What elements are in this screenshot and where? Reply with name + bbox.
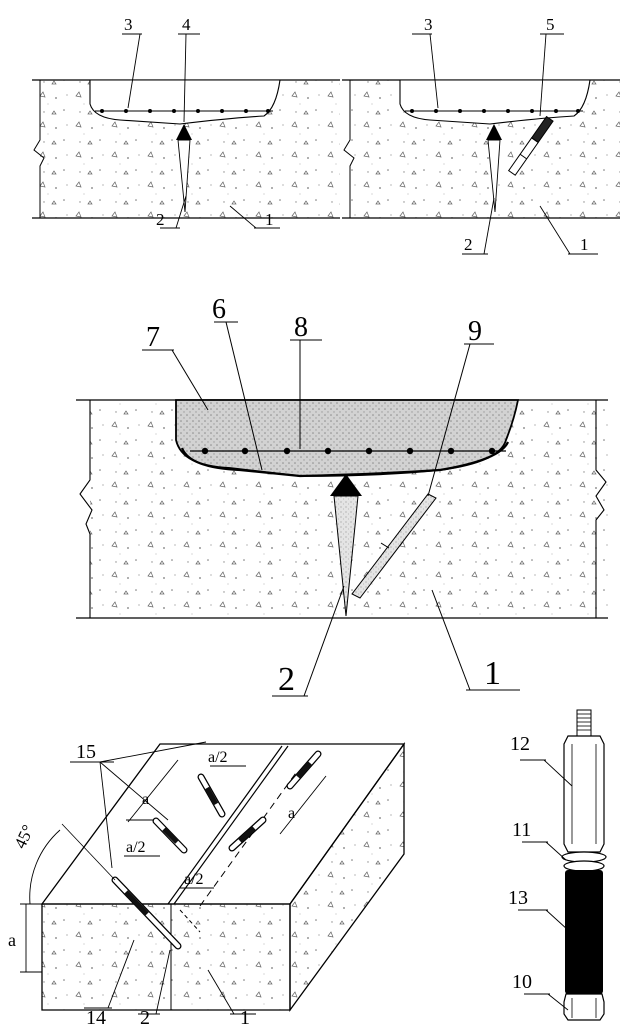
- label-10: 10: [512, 971, 532, 993]
- rebar-dots: [410, 109, 580, 113]
- break-line-left: [33, 80, 45, 218]
- label-11: 11: [512, 819, 531, 841]
- crack-cap: [486, 124, 502, 140]
- crack-cap: [176, 124, 192, 140]
- rubber-sleeve: [565, 870, 603, 994]
- label-7: 7: [146, 322, 160, 353]
- nozzle-top: [197, 773, 226, 818]
- filled-crack: [333, 495, 359, 617]
- crack: [177, 139, 191, 213]
- label-9: 9: [468, 316, 482, 347]
- label-14: 14: [86, 1007, 106, 1028]
- panel-e: 12 11 13 10: [508, 709, 607, 1021]
- label-2: 2: [156, 210, 165, 229]
- panel-c: 7 6 8 9 2 1: [76, 294, 608, 698]
- label-2: 2: [464, 235, 473, 254]
- crack: [487, 139, 501, 213]
- label-8: 8: [294, 312, 308, 343]
- label-15: 15: [76, 741, 96, 763]
- rebar-dots: [201, 447, 496, 455]
- break-line-left: [343, 80, 355, 218]
- label-13: 13: [508, 887, 528, 909]
- dim-a-left: a: [8, 930, 16, 950]
- panel-a: 3 4 2 1: [32, 15, 340, 229]
- dim-half-2: a/2: [126, 839, 146, 856]
- bonding-layer: [180, 441, 510, 478]
- panel-b: 3 5 2 1: [342, 15, 620, 255]
- hex-head: [563, 735, 605, 853]
- label-4: 4: [182, 15, 191, 34]
- label-2: 2: [140, 1007, 150, 1028]
- dim-half-1: a/2: [208, 749, 228, 766]
- break-line-right: [595, 400, 607, 618]
- slab-front-face: [41, 903, 291, 1011]
- angle-arc: [29, 829, 61, 905]
- chiseled-groove: [399, 79, 591, 125]
- label-5: 5: [546, 15, 555, 34]
- break-line-left: [79, 400, 93, 618]
- nozzle-base: [563, 993, 605, 1021]
- label-1: 1: [484, 655, 501, 692]
- nozzle-left: [61, 823, 182, 950]
- dim-half-3: a/2: [184, 871, 204, 888]
- label-12: 12: [510, 733, 530, 755]
- angle-label: 45°: [10, 822, 37, 852]
- label-1: 1: [240, 1007, 250, 1028]
- nozzle-mid: [152, 817, 188, 854]
- label-1: 1: [265, 210, 274, 229]
- chiseled-groove: [89, 79, 281, 125]
- nozzle-right: [286, 750, 322, 790]
- dim-a-diag2: a: [288, 805, 295, 822]
- nozzle-center: [228, 816, 267, 852]
- crack-line-top: [167, 745, 283, 905]
- label-3: 3: [124, 15, 133, 34]
- crack-cap: [330, 474, 362, 496]
- panel-d: 15 14 2 1 45° a a a a/2 a/2 a/2: [8, 741, 406, 1028]
- label-6: 6: [212, 294, 226, 325]
- injection-channel: [351, 493, 437, 599]
- label-1: 1: [580, 235, 589, 254]
- label-2: 2: [278, 661, 295, 698]
- rebar-dots: [100, 109, 270, 113]
- label-3: 3: [424, 15, 433, 34]
- injection-nozzle: [507, 115, 554, 176]
- dim-a-diag1: a: [142, 791, 149, 808]
